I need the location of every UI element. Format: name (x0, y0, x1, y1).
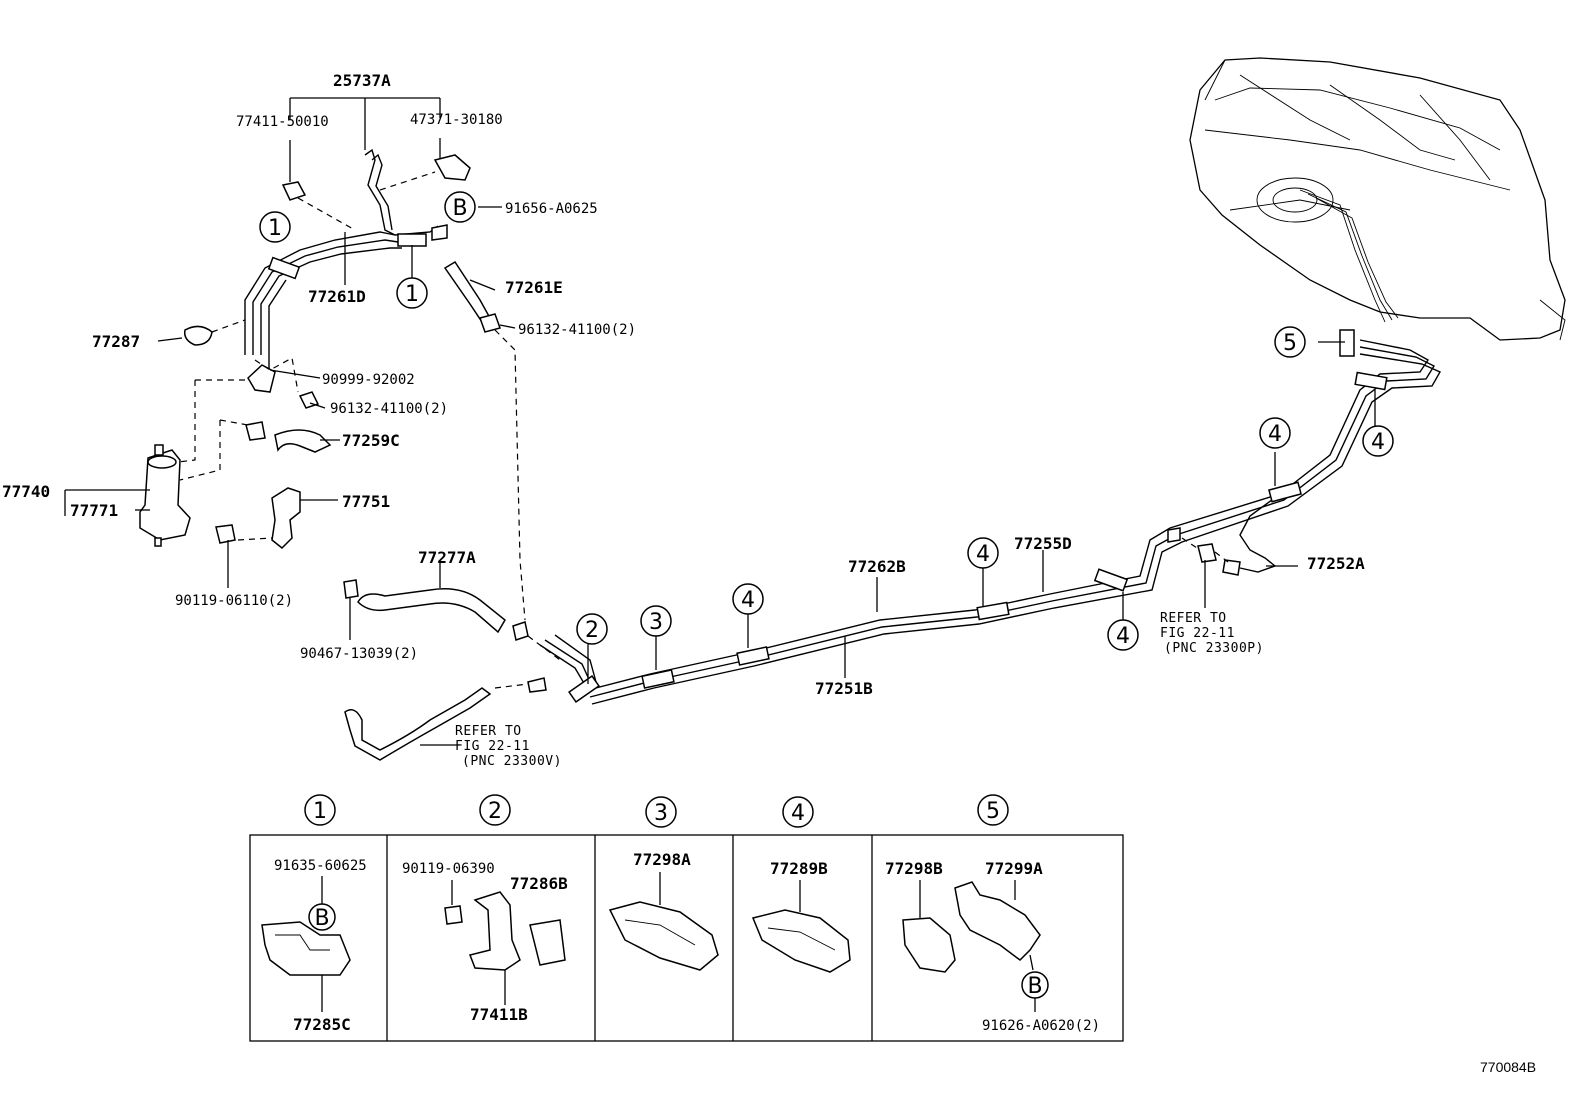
fuel-tank-illustration (1189, 57, 1566, 341)
clamp-77286B-shape (529, 919, 566, 966)
branch-fitting (1222, 559, 1241, 576)
label-96132-41100-mid: 96132-41100(2) (330, 401, 448, 417)
label-90999-92002: 90999-92002 (322, 372, 415, 388)
callout-4-a: 4 (741, 588, 755, 613)
label-77411-50010: 77411-50010 (236, 114, 329, 130)
callout-1-b: 1 (405, 282, 419, 307)
clip-96132-top-shape (479, 313, 501, 333)
detail-title-3: 3 (654, 801, 668, 826)
fitting-right-end (1167, 527, 1181, 543)
bracket-77299A-shape (954, 881, 1041, 961)
detail-title-1: 1 (313, 799, 327, 824)
detail1-callout-b: B (314, 906, 329, 931)
clamp-77285C-shape (261, 921, 351, 976)
part-47371-30180-shape (433, 154, 471, 181)
charcoal-canister-77740 (139, 444, 191, 547)
label-77771: 77771 (70, 501, 118, 520)
detail-title-2: 2 (488, 799, 502, 824)
clamp-77289B-shape (751, 909, 851, 973)
refer-left-line3: (PNC 23300V) (462, 754, 562, 769)
label-77298A: 77298A (633, 850, 691, 869)
label-77285C: 77285C (293, 1015, 351, 1034)
detail5-callout-b: B (1027, 974, 1042, 999)
label-25737A: 25737A (333, 71, 391, 90)
label-77751: 77751 (342, 492, 390, 511)
detail-box-frame (249, 834, 1124, 1042)
label-90467-13039: 90467-13039(2) (300, 646, 418, 662)
label-90119-06110: 90119-06110(2) (175, 593, 293, 609)
bolt-90119-06110-shape (215, 524, 236, 544)
clamp-77298B-shape (902, 917, 956, 973)
callout-4-e: 4 (1371, 430, 1385, 455)
label-77740: 77740 (2, 482, 50, 501)
bracket-77751-shape (271, 487, 301, 550)
label-77411B: 77411B (470, 1005, 528, 1024)
clip-mid-shape (512, 621, 529, 641)
callout-1-a: 1 (268, 216, 282, 241)
label-77298B: 77298B (885, 859, 943, 878)
clip-top (431, 224, 448, 241)
clip-96132-mid-shape (298, 391, 320, 409)
figure-code: 770084B (1480, 1059, 1536, 1075)
clip-90467-shape (343, 579, 359, 599)
label-91656-A0625: 91656-A0625 (505, 201, 598, 217)
hose-77277A-shape (357, 588, 506, 634)
label-96132-41100-top: 96132-41100(2) (518, 322, 636, 338)
branch-pipe-77252A (1239, 493, 1281, 573)
callout-5: 5 (1283, 331, 1297, 356)
label-90119-06390: 90119-06390 (402, 861, 495, 877)
label-77286B: 77286B (510, 874, 568, 893)
label-77261E: 77261E (505, 278, 563, 297)
bolt-90119-06390-shape (444, 905, 463, 925)
clamp-1-left (267, 256, 301, 280)
pipe-25737A (364, 148, 396, 236)
fuel-line-bundle (587, 339, 1441, 705)
label-77262B: 77262B (848, 557, 906, 576)
label-77255D: 77255D (1014, 534, 1072, 553)
clamp-77298A-shape (608, 901, 719, 971)
refer-right-line1: REFER TO (1160, 611, 1227, 626)
detail-title-4: 4 (791, 801, 805, 826)
part-90999-shape (247, 364, 276, 393)
label-77287: 77287 (92, 332, 140, 351)
hose-77259C-shape (274, 429, 332, 453)
bracket-77411B-shape (468, 891, 521, 971)
callout-b-top: B (452, 196, 467, 221)
label-77289B: 77289B (770, 859, 828, 878)
label-77277A: 77277A (418, 548, 476, 567)
callout-2: 2 (585, 618, 599, 643)
part-77411-50010-shape (281, 181, 307, 201)
hose-end-fitting (527, 677, 547, 693)
detail-title-5: 5 (986, 799, 1000, 824)
label-77259C: 77259C (342, 431, 400, 450)
clip-left-shape (245, 421, 266, 441)
label-77252A: 77252A (1307, 554, 1365, 573)
refer-right-line3: (PNC 23300P) (1164, 641, 1264, 656)
hose-77261E-shape (443, 260, 492, 323)
label-77299A: 77299A (985, 859, 1043, 878)
callout-3: 3 (649, 610, 663, 635)
detail-title-circles (304, 794, 1009, 828)
label-91626-A0620: 91626-A0620(2) (982, 1018, 1100, 1034)
refer-left-line1: REFER TO (455, 724, 522, 739)
clamp-1-right (397, 233, 427, 247)
callout-circles (259, 191, 1394, 651)
leader-lines (64, 97, 1376, 746)
callout-4-d: 4 (1268, 422, 1282, 447)
callout-4-b: 4 (976, 542, 990, 567)
fitting-23300P-shape (1197, 543, 1217, 563)
label-47371-30180: 47371-30180 (410, 112, 503, 128)
front-pipe-3 (554, 634, 597, 683)
label-91635-60625: 91635-60625 (274, 858, 367, 874)
label-77251B: 77251B (815, 679, 873, 698)
refer-right-line2: FIG 22-11 (1160, 626, 1235, 641)
label-77261D: 77261D (308, 287, 366, 306)
bundle-clamps (568, 329, 1388, 703)
grommet-77287-shape (183, 325, 213, 346)
callout-4-c: 4 (1116, 624, 1130, 649)
refer-left-line2: FIG 22-11 (455, 739, 530, 754)
hose-23300V-shape (344, 687, 492, 761)
